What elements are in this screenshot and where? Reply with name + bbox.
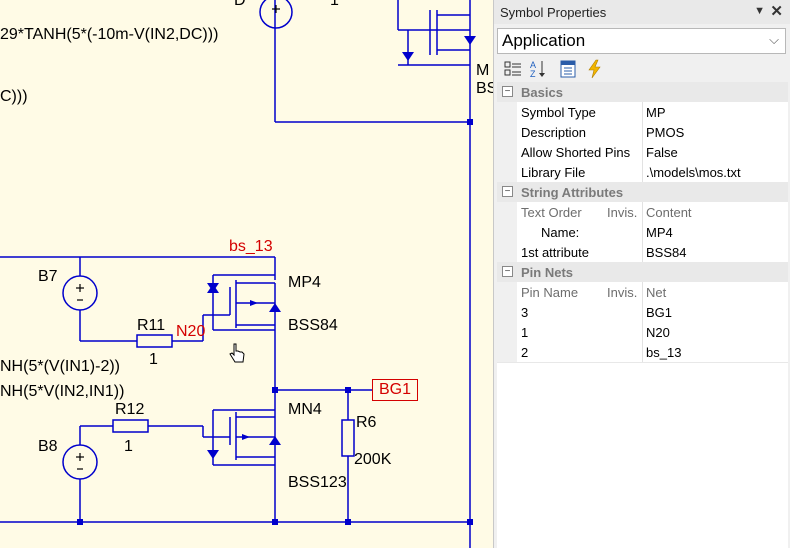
panel-title-bar[interactable]: Symbol Properties ▼ ✕ [494, 0, 790, 24]
hand-cursor-icon [229, 343, 245, 363]
source-label-top: D [234, 0, 246, 9]
column-header-text-order: Text Order [521, 205, 582, 220]
chevron-down-icon: ⌵ [769, 32, 779, 47]
property-name: Symbol Type [521, 105, 596, 120]
category-label: String Attributes [521, 185, 624, 200]
column-header-pin-name: Pin Name [521, 285, 579, 300]
pin-net-row[interactable]: 1 N20 [497, 322, 788, 342]
attribute-name: Name: [541, 225, 580, 240]
lightning-events-icon[interactable] [585, 59, 605, 79]
attribute-value[interactable]: BSS84 [646, 245, 687, 260]
symbol-properties-panel: Symbol Properties ▼ ✕ Application ⌵ A Z [493, 0, 790, 548]
pin-name: 2 [521, 345, 529, 360]
component-value-r6: 200K [354, 451, 392, 468]
category-basics[interactable]: − Basics [497, 82, 788, 102]
property-row[interactable]: Allow Shorted Pins False [497, 142, 788, 162]
pin-nets-header: Pin Name Invis. Net [497, 282, 788, 302]
component-model-bss84[interactable]: BSS84 [288, 317, 338, 334]
pin-name: 1 [521, 325, 529, 340]
net-label-n20[interactable]: N20 [176, 323, 206, 340]
behavioral-formula-top: 29*TANH(5*(-10m-V(IN2,DC))) [0, 26, 219, 43]
pin-net-row[interactable]: 3 BG1 [497, 302, 788, 322]
collapse-icon[interactable]: − [502, 186, 513, 197]
property-value[interactable]: .\models\mos.txt [646, 165, 741, 180]
component-value-r12: 1 [124, 438, 133, 455]
schematic-wires [0, 0, 476, 548]
property-pages-icon[interactable] [558, 59, 578, 79]
attribute-value[interactable]: MP4 [646, 225, 673, 240]
property-row[interactable]: Description PMOS [497, 122, 788, 142]
object-selector-value: Application [502, 31, 586, 50]
component-label-r12[interactable]: R12 [115, 401, 145, 418]
category-pin-nets[interactable]: − Pin Nets [497, 262, 788, 282]
component-label-b8[interactable]: B8 [38, 438, 58, 455]
grid-divider [497, 362, 788, 363]
component-label-b7[interactable]: B7 [38, 268, 58, 285]
mosfet-label-top: M [476, 62, 490, 79]
panel-title: Symbol Properties [500, 5, 607, 20]
column-header-content: Content [646, 205, 692, 220]
property-name: Description [521, 125, 587, 140]
property-grid: − Basics Symbol Type MP Description PMOS A… [497, 82, 788, 548]
mosfet-model-top: BS [476, 80, 493, 97]
collapse-icon[interactable]: − [502, 86, 513, 97]
close-icon[interactable]: ✕ [770, 3, 783, 20]
collapse-icon[interactable]: − [502, 266, 513, 277]
column-header-invisible: Invis. [607, 205, 638, 220]
property-name: Allow Shorted Pins [521, 145, 631, 160]
net-label-bs13[interactable]: bs_13 [229, 238, 273, 255]
component-value-r11: 1 [149, 351, 158, 368]
property-name: Library File [521, 165, 586, 180]
column-header-invisible: Invis. [607, 285, 638, 300]
component-label-mn4[interactable]: MN4 [288, 401, 322, 418]
pin-net-row[interactable]: 2 bs_13 [497, 342, 788, 362]
category-string-attributes[interactable]: − String Attributes [497, 182, 788, 202]
behavioral-formula-fragment: C))) [0, 88, 28, 105]
column-header-net: Net [646, 285, 667, 300]
property-value[interactable]: PMOS [646, 125, 685, 140]
source-value-top: 1 [330, 0, 339, 9]
property-value[interactable]: MP [646, 105, 666, 120]
component-model-bss123[interactable]: BSS123 [288, 474, 347, 491]
pin-name: 3 [521, 305, 529, 320]
alphabetical-sort-icon[interactable]: A Z [528, 59, 548, 79]
component-label-r11[interactable]: R11 [137, 317, 166, 334]
string-attribute-row[interactable]: 1st attribute BSS84 [497, 242, 788, 262]
behavioral-formula-in1: NH(5*(V(IN1)-2)) [0, 358, 120, 375]
component-label-r6[interactable]: R6 [356, 414, 377, 431]
property-value[interactable]: False [646, 145, 678, 160]
schematic-canvas[interactable]: 29*TANH(5*(-10m-V(IN2,DC))) C))) D 1 M B… [0, 0, 493, 548]
object-selector-dropdown[interactable]: Application ⌵ [497, 28, 786, 54]
behavioral-formula-in2: NH(5*V(IN2,IN1)) [0, 383, 125, 400]
pin-net[interactable]: N20 [646, 325, 670, 340]
component-label-mp4[interactable]: MP4 [288, 274, 321, 291]
pin-net[interactable]: BG1 [646, 305, 673, 320]
panel-menu-icon[interactable]: ▼ [754, 5, 765, 17]
net-flag-bg1[interactable]: BG1 [372, 379, 419, 401]
property-row[interactable]: Library File .\models\mos.txt [497, 162, 788, 182]
panel-toolbar: A Z [494, 56, 790, 82]
property-row[interactable]: Symbol Type MP [497, 102, 788, 122]
category-label: Pin Nets [521, 265, 574, 280]
string-attributes-header: Text Order Invis. Content [497, 202, 788, 222]
category-label: Basics [521, 85, 563, 100]
string-attribute-row[interactable]: Name: MP4 [497, 222, 788, 242]
attribute-name: 1st attribute [521, 245, 589, 260]
pin-net[interactable]: bs_13 [646, 345, 682, 360]
categorized-view-icon[interactable] [503, 59, 523, 79]
svg-text:Z: Z [530, 69, 536, 79]
svg-text:A: A [530, 60, 536, 70]
